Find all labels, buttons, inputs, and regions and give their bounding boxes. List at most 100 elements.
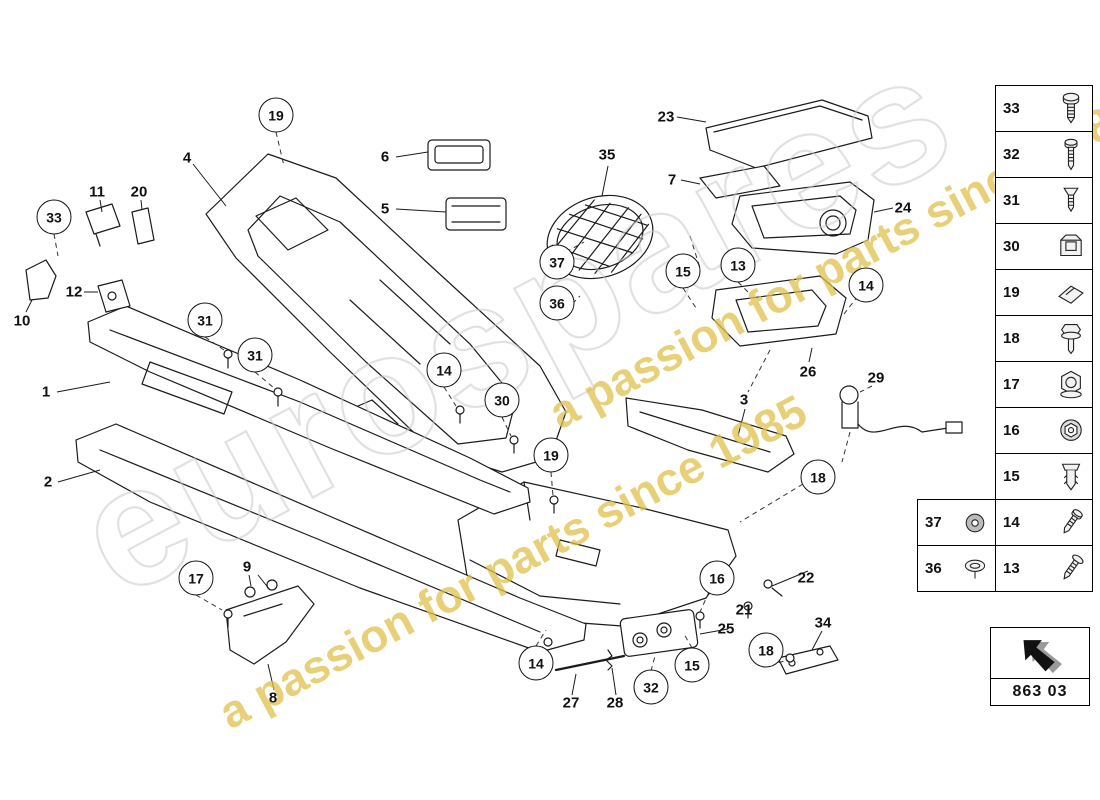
legend-number: 19 [1003,284,1020,301]
fastener-legend: 33 32 31 30 [995,85,1093,500]
part-bracket-10 [25,259,57,301]
part-panel-3 [625,397,795,473]
legend-number: 37 [925,514,942,531]
callout-circle-15: 15 [665,253,701,289]
callout-circle-31: 31 [237,337,273,373]
callout-circle-36: 36 [539,285,575,321]
legend-cell: 37 [917,499,996,546]
callout-label-28: 28 [606,694,624,712]
callout-circle-19: 19 [533,437,569,473]
part-lock-29 [839,385,963,434]
callout-circle-14: 14 [518,645,554,681]
callout-label-35: 35 [598,146,616,164]
leader-lines [25,116,894,696]
callout-label-26: 26 [799,363,817,381]
legend-cell: 36 [917,545,996,592]
legend-row: 19 [995,269,1093,316]
part-tray-5 [445,197,507,231]
cage-clip-icon [1054,226,1088,268]
callout-label-11: 11 [89,183,105,201]
callout-circle-16: 16 [699,560,735,596]
callout-label-3: 3 [739,391,749,409]
fastener-legend-extra: 37 14 36 [917,499,1093,592]
callout-label-22: 22 [797,569,815,587]
callout-circle-33: 33 [36,199,72,235]
part-frame-26 [711,275,847,347]
callout-label-27: 27 [562,694,580,712]
legend-cell: 13 [995,545,1093,592]
callout-circle-18: 18 [800,459,836,495]
callout-label-21: 21 [735,601,753,619]
pan-screw-icon [1054,134,1088,176]
callout-label-4: 4 [182,149,192,167]
legend-row: 16 [995,407,1093,454]
legend-number: 17 [1003,376,1020,393]
part-group-infobox: 863 03 [990,627,1090,706]
legend-row: 30 [995,223,1093,270]
legend-number: 18 [1003,330,1020,347]
callout-label-2: 2 [43,473,53,491]
part-bracket-20 [131,207,155,245]
screw-diagonal-icon [1054,502,1088,544]
countersunk-screw-icon [1054,180,1088,222]
part-bracket-12 [97,279,131,313]
hex-flange-bolt-icon [1054,318,1088,360]
expansion-rivet-icon [1054,456,1088,498]
legend-row: 15 [995,453,1093,500]
callout-label-34: 34 [814,614,832,632]
callout-label-7: 7 [667,171,677,189]
flat-clip-icon [1054,272,1088,314]
callout-circle-15: 15 [674,647,710,683]
legend-number: 16 [1003,422,1020,439]
legend-row: 32 [995,131,1093,178]
torx-screw-icon [1054,88,1088,130]
callout-circle-14: 14 [848,267,884,303]
part-bracket-11 [85,203,121,247]
cap-nut-icon [1054,410,1088,452]
legend-number: 33 [1003,100,1020,117]
legend-number: 13 [1003,560,1020,577]
callout-label-29: 29 [867,369,885,387]
tapping-screw-icon [1054,548,1088,590]
callout-label-8: 8 [268,689,278,707]
legend-number: 31 [1003,192,1020,209]
callout-label-12: 12 [65,283,83,301]
part-tray-7 [699,165,781,199]
direction-arrow-box [990,627,1090,679]
callout-circle-19: 19 [258,97,294,133]
legend-row: 31 [995,177,1093,224]
grommet-icon [959,503,991,543]
legend-number: 15 [1003,468,1020,485]
part-group-code: 863 03 [990,678,1090,706]
part-frame-24 [731,181,875,255]
part-bracket-34 [777,645,839,675]
callout-label-25: 25 [717,620,735,638]
legend-number: 32 [1003,146,1020,163]
callout-circle-18: 18 [748,632,784,668]
oval-plug-icon [959,549,991,589]
part-rod-27 [554,654,626,672]
callout-label-20: 20 [130,183,148,201]
callout-circle-17: 17 [178,560,214,596]
scene-fasteners [223,349,795,663]
callout-label-1: 1 [41,383,51,401]
legend-number: 30 [1003,238,1020,255]
legend-row: 17 [995,361,1093,408]
legend-row: 18 [995,315,1093,362]
legend-number: 14 [1003,514,1020,531]
part-tray-6 [427,139,491,171]
legend-row: 33 [995,85,1093,132]
callout-label-6: 6 [380,148,390,166]
callout-circle-30: 30 [484,382,520,418]
part-console-shell [205,153,567,473]
callout-label-24: 24 [894,199,912,217]
callout-label-10: 10 [13,312,31,330]
back-arrow-icon [1023,640,1062,674]
callout-circle-13: 13 [720,247,756,283]
callout-circle-32: 32 [633,669,669,705]
callout-circle-14: 14 [426,352,462,388]
legend-number: 36 [925,560,942,577]
part-lid [705,99,873,169]
